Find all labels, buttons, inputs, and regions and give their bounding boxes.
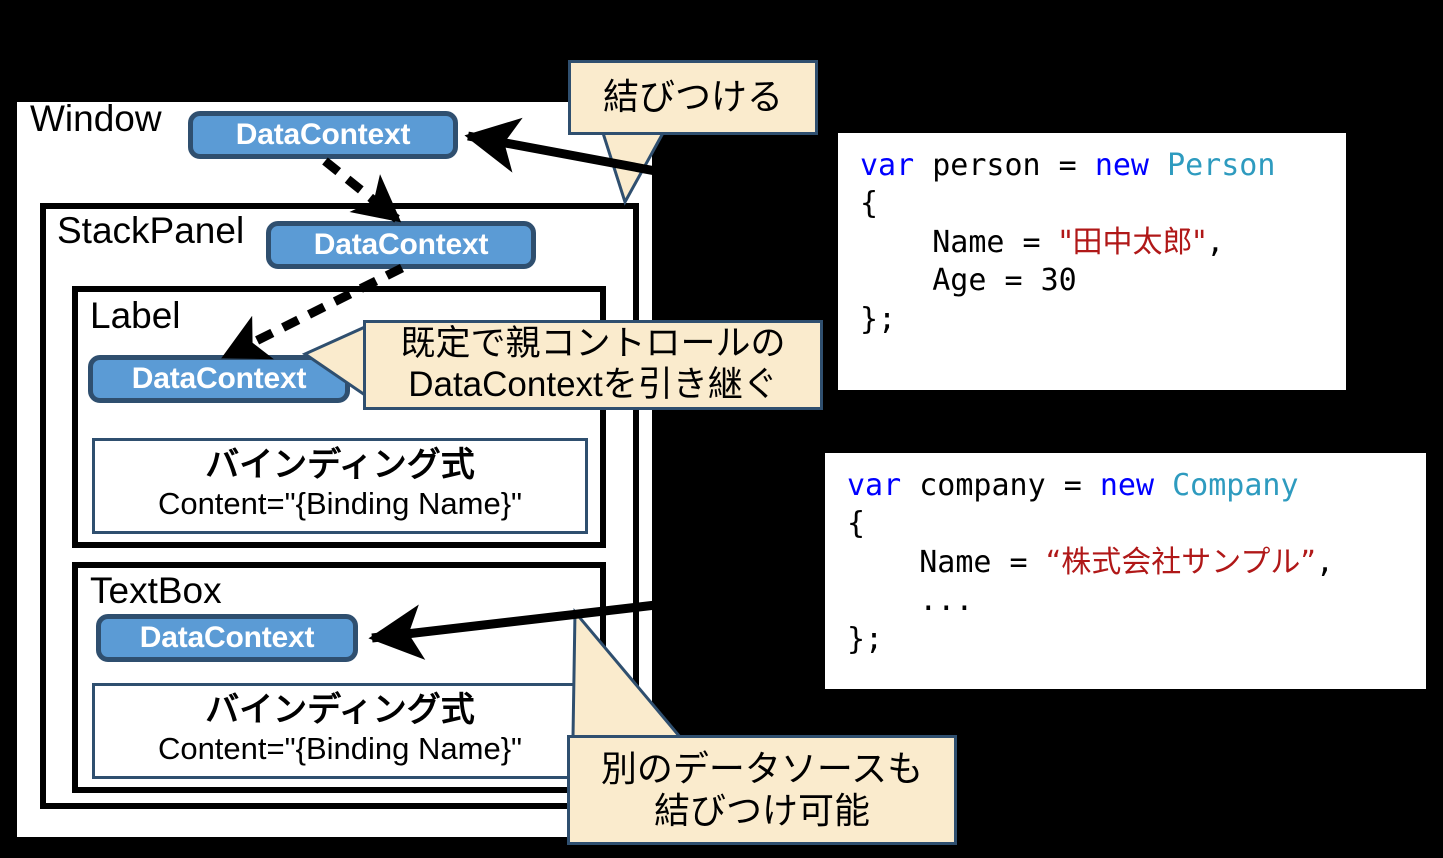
code-token: Name = [847, 544, 1046, 580]
datacontext-pill-window-label: DataContext [235, 118, 411, 151]
code-token: }; [847, 621, 884, 657]
code-token: person = [914, 148, 1095, 183]
code-line: Name = “株式会社サンプル”, [847, 544, 1408, 582]
code-line: Age = 30 [860, 262, 1328, 300]
label-frame-label: Label [90, 295, 181, 336]
code-line: }; [847, 621, 1408, 659]
code-token: { [847, 506, 866, 542]
window-frame-label: Window [30, 98, 162, 139]
code-token: }; [860, 301, 897, 337]
code-line: }; [860, 301, 1328, 339]
code-token [1149, 148, 1167, 183]
code-block-person: var person = new Person{ Name = "田中太郎", … [838, 133, 1346, 390]
code-token [1154, 468, 1172, 503]
datacontext-pill-window[interactable]: DataContext [188, 111, 458, 159]
code-line: { [860, 185, 1328, 223]
code-line: Name = "田中太郎", [860, 224, 1328, 262]
textbox-frame-label: TextBox [90, 570, 222, 611]
code-token: company = [901, 468, 1100, 503]
stackpanel-frame-label: StackPanel [57, 210, 245, 251]
code-line: var company = new Company [847, 467, 1408, 505]
textbox-binding-expression-box: バインディング式 Content="{Binding Name}" [92, 683, 588, 779]
datacontext-pill-label[interactable]: DataContext [88, 355, 350, 403]
datacontext-pill-label-label: DataContext [131, 362, 307, 395]
code-token: Name = [860, 224, 1059, 260]
label-binding-expression-box: バインディング式 Content="{Binding Name}" [92, 438, 588, 534]
callout-other-source: 別のデータソースも 結びつけ可能 [567, 735, 957, 845]
code-token: Age = 30 [860, 263, 1077, 299]
datacontext-pill-textbox[interactable]: DataContext [96, 614, 358, 662]
code-token: , [1315, 544, 1334, 580]
callout-inherit: 既定で親コントロールの DataContextを引き継ぐ [363, 320, 823, 410]
textbox-binding-expression: Content="{Binding Name}" [157, 731, 523, 767]
datacontext-pill-stackpanel[interactable]: DataContext [266, 221, 536, 269]
datacontext-pill-textbox-label: DataContext [139, 621, 315, 654]
code-token: ... [847, 583, 974, 619]
code-token: new [1099, 468, 1155, 503]
code-token: var [847, 468, 902, 503]
label-binding-title: バインディング式 [205, 446, 475, 484]
label-binding-expression: Content="{Binding Name}" [157, 486, 523, 522]
code-token: Person [1167, 148, 1276, 183]
textbox-binding-title: バインディング式 [205, 691, 475, 729]
code-token: new [1094, 148, 1149, 183]
code-token: Company [1172, 468, 1299, 503]
code-token: “株式会社サンプル” [1045, 544, 1316, 580]
code-token: "田中太郎" [1058, 224, 1207, 260]
code-token: var [860, 148, 915, 183]
code-token: , [1206, 224, 1225, 260]
code-token: { [860, 186, 879, 222]
callout-bind: 結びつける [568, 60, 818, 135]
code-line: var person = new Person [860, 147, 1328, 185]
code-line: { [847, 505, 1408, 543]
code-block-company: var company = new Company{ Name = “株式会社サ… [825, 453, 1426, 689]
datacontext-pill-stackpanel-label: DataContext [313, 228, 489, 261]
code-line: ... [847, 582, 1408, 620]
